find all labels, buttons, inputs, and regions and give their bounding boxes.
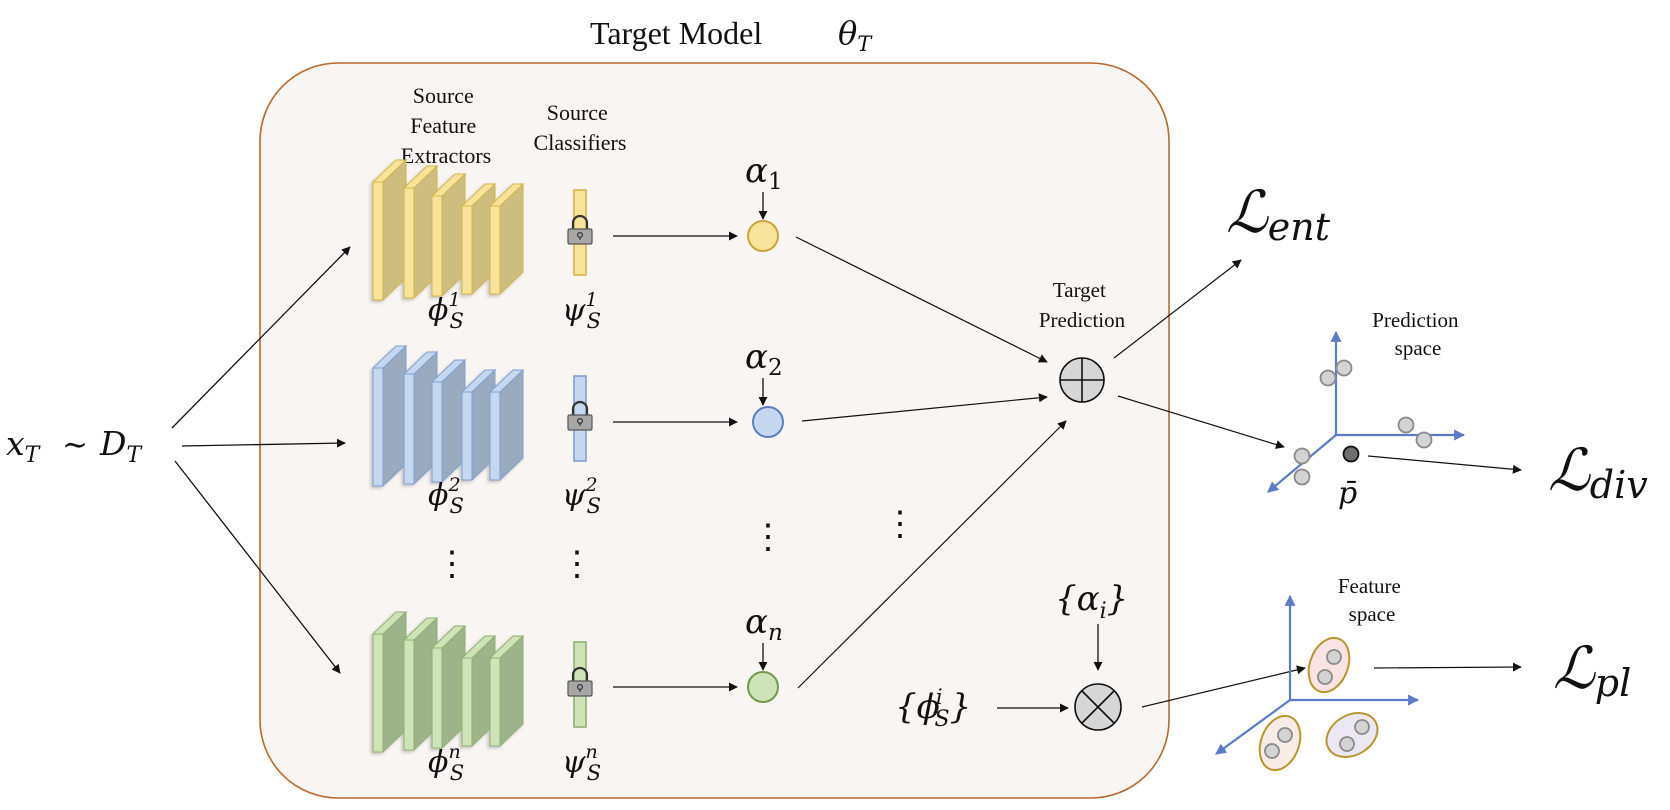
arrow-input-to-branch-2 — [181, 438, 346, 448]
feature-point — [1277, 727, 1293, 743]
extractor-layer — [402, 350, 439, 486]
feature-extractor-1 — [371, 158, 525, 302]
input-distribution: xT ∼ DT — [6, 424, 143, 468]
ellipsis-connections: ⋮ — [883, 506, 917, 543]
arrow-combiner-to-ent-loss — [1113, 259, 1242, 359]
weight-node-2 — [752, 406, 784, 438]
title-label: Target Model — [590, 15, 762, 51]
feature-extractor-n — [371, 610, 525, 754]
classifier-2 — [567, 375, 593, 462]
loss-div: ℒdiv — [1548, 436, 1648, 507]
arrow-alpha1-to-combiner — [795, 236, 1048, 363]
extractor-layer — [430, 624, 467, 750]
prediction-point — [1319, 369, 1337, 387]
classifier-1 — [567, 189, 593, 276]
loss-ent: ℒent — [1226, 178, 1331, 249]
arrow-mean-to-div-loss — [1367, 455, 1522, 474]
arrow-input-to-branch-n — [174, 460, 341, 674]
feature-space-plot — [1215, 594, 1420, 772]
extractor-layer — [430, 172, 467, 298]
feature-point — [1317, 669, 1333, 685]
loss-pl: ℒpl — [1553, 634, 1631, 705]
arrow-alphan-to-combiner — [797, 420, 1067, 689]
extractor-layer — [371, 158, 408, 302]
lock-icon — [567, 214, 593, 245]
ellipsis-classifiers: ⋮ — [560, 546, 594, 583]
prediction-space-label: Prediction space — [1372, 308, 1464, 360]
ellipsis-weights: ⋮ — [751, 519, 785, 556]
input-var: xT — [6, 424, 42, 468]
header-classifiers: Source Classifiers — [534, 100, 627, 155]
extractor-layer — [488, 634, 525, 748]
feature-extractor-2 — [371, 344, 525, 488]
diagram-title: Target Model θT — [590, 14, 873, 56]
prediction-space-plot: p̄ — [1267, 330, 1466, 511]
weight-label-1: α1 — [745, 151, 783, 195]
input-dist: DT — [99, 424, 143, 468]
feature-cluster — [1307, 636, 1351, 694]
title-param: θT — [838, 14, 873, 56]
arrow-product-to-feature-space — [1141, 665, 1306, 708]
weight-node-n — [747, 671, 779, 703]
extractor-layer — [402, 616, 439, 752]
prediction-point — [1293, 468, 1311, 486]
axis-z — [1215, 699, 1291, 755]
extractor-layer — [371, 344, 408, 488]
extractor-layer — [460, 368, 497, 482]
extractor-layer — [371, 610, 408, 754]
combiner-sum-node — [1059, 357, 1105, 403]
feature-space-label: Feature space — [1338, 574, 1406, 626]
feature-cluster — [1325, 712, 1379, 758]
prediction-point — [1335, 359, 1353, 377]
weight-label-2: α2 — [745, 337, 783, 381]
feature-point — [1354, 719, 1370, 735]
feature-point — [1264, 743, 1280, 759]
prediction-point — [1415, 431, 1433, 449]
header-feature-extractors: Source Feature Extractors — [401, 83, 491, 168]
input-rel: ∼ — [62, 427, 88, 463]
arrow-feature-space-to-pl-loss — [1373, 662, 1522, 672]
prediction-point — [1397, 416, 1415, 434]
extractor-layer — [430, 358, 467, 484]
feature-product-node — [1074, 683, 1122, 731]
axes — [1215, 594, 1420, 755]
weight-label-n: αn — [745, 602, 783, 646]
feature-point — [1339, 736, 1355, 752]
prediction-point — [1293, 447, 1311, 465]
arrow-alpha2-to-combiner — [801, 393, 1048, 422]
combiner-label: Target Prediction — [1039, 278, 1126, 332]
lock-icon — [567, 666, 593, 697]
arrow-input-to-branch-1 — [171, 246, 351, 429]
extractor-layer — [402, 164, 439, 300]
extractor-layer — [488, 368, 525, 482]
feature-cluster — [1258, 714, 1302, 772]
extractor-layer — [460, 182, 497, 296]
weights-set-label: {αi} — [1055, 579, 1128, 624]
feature-point — [1326, 649, 1342, 665]
extractor-layer — [488, 182, 525, 296]
classifier-n — [567, 641, 593, 728]
ellipsis-extractors: ⋮ — [435, 546, 469, 583]
mean-prediction-label: p̄ — [1338, 476, 1357, 511]
arrow-combiner-to-prediction-space — [1117, 395, 1285, 449]
lock-icon — [567, 400, 593, 431]
weight-node-1 — [747, 220, 779, 252]
mean-prediction-point — [1342, 445, 1360, 463]
